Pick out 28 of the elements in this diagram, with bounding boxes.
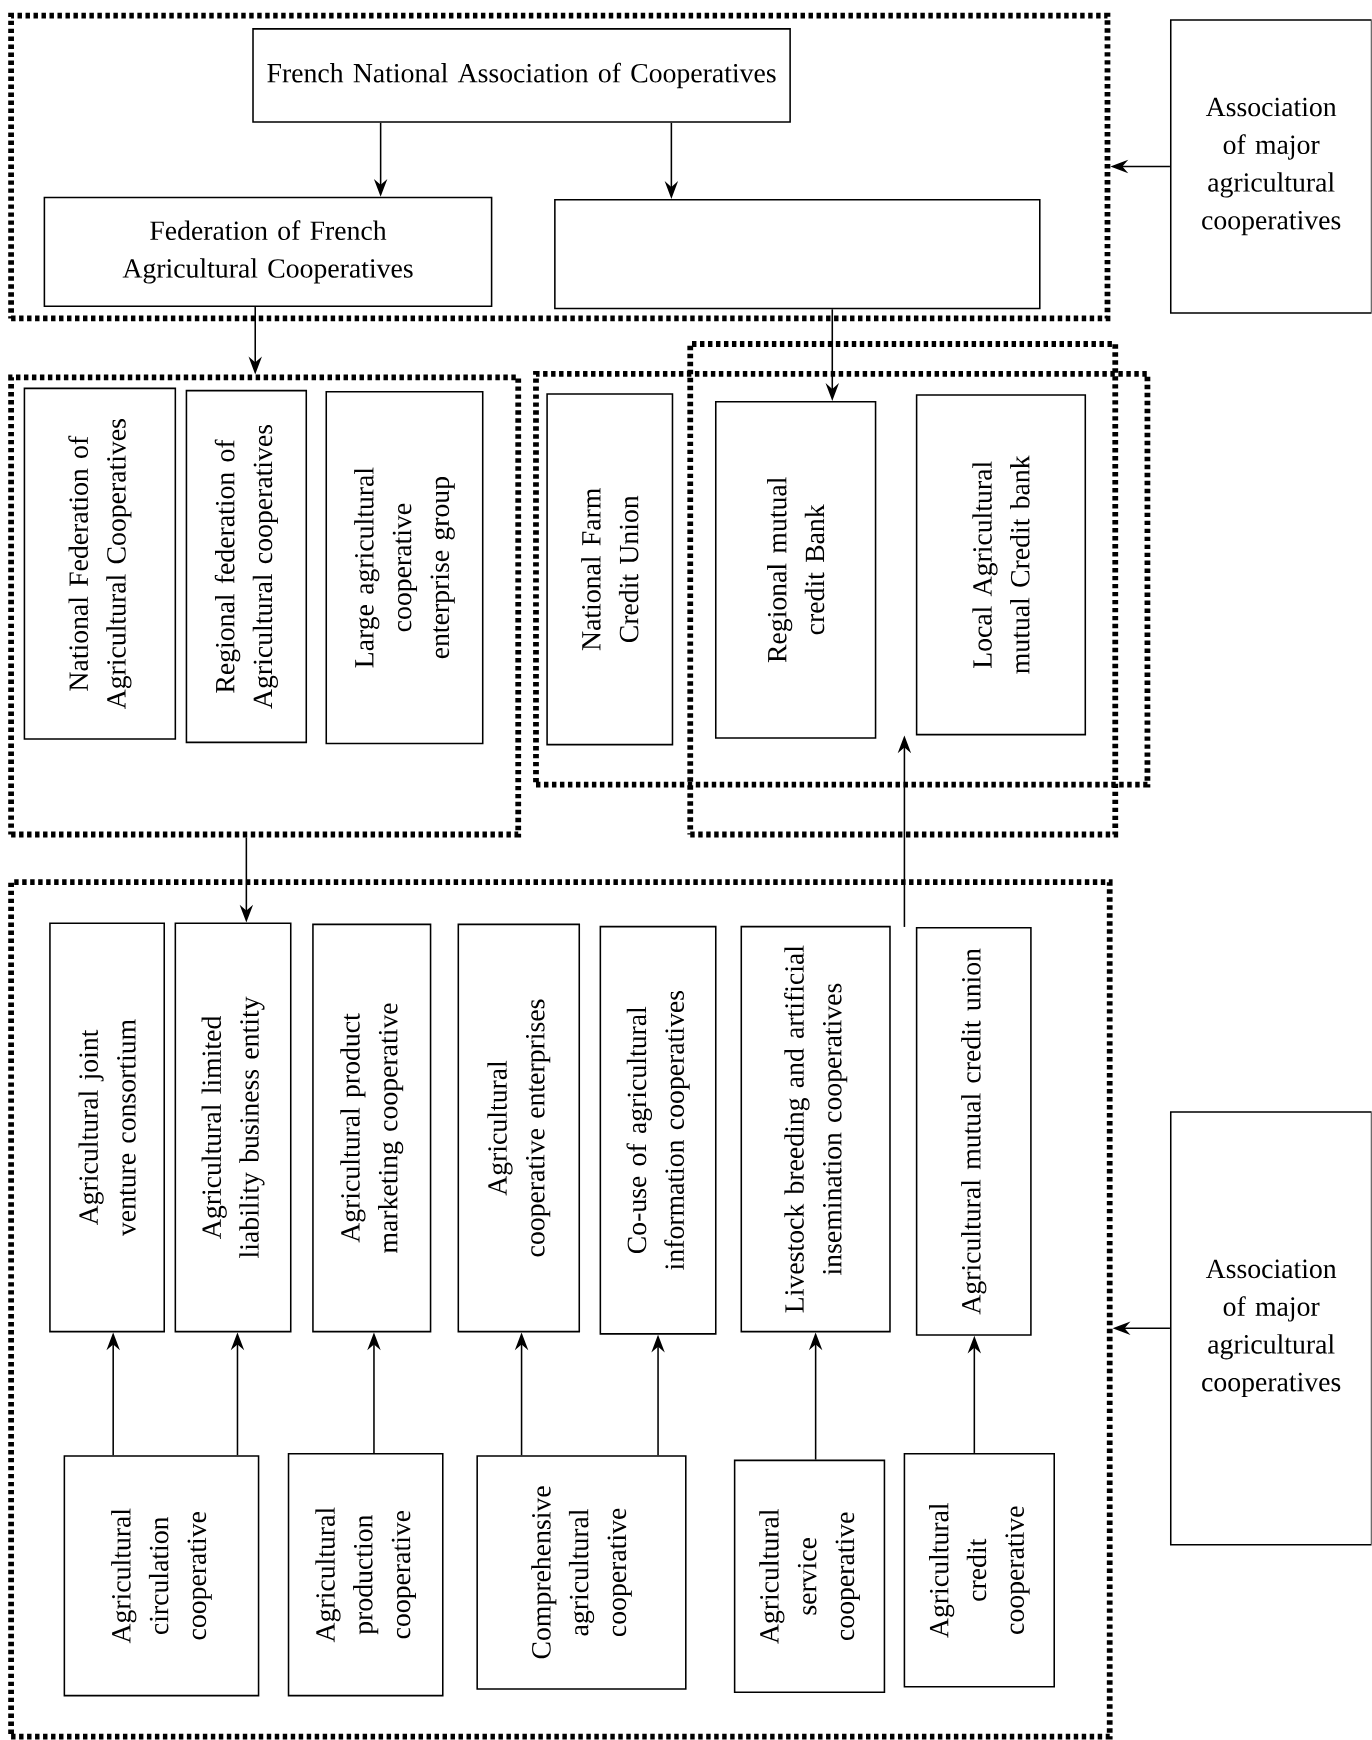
dotted-group-frame (687, 341, 1119, 838)
text-box: Association of major agricultural cooperatives (1170, 1111, 1372, 1546)
text-box: Agricultural product marketing cooperative (312, 923, 432, 1333)
text-box: Livestock breeding and artificial insemination cooperatives (740, 925, 891, 1333)
text-box: National Federation of Agricultural Cooperatives (23, 387, 177, 740)
text-box: Regional federation of Agricultural cooperatives (185, 389, 308, 744)
text-box: Agricultural joint venture consortium (49, 922, 166, 1333)
text-box: Agricultural circulation cooperative (63, 1455, 260, 1697)
text-box: Agricultural cooperative enterprises (457, 923, 581, 1333)
dotted-group-frame (8, 374, 522, 838)
text-box: Federation of French Agricultural Cooperatives (43, 196, 493, 308)
empty-box (554, 198, 1041, 310)
text-box: Large agricultural cooperative enterprise group (325, 390, 484, 745)
dotted-group-frame (8, 12, 1111, 322)
text-box: Agricultural production cooperative (287, 1452, 444, 1697)
text-box: Co-use of agricultural information cooperatives (599, 925, 717, 1335)
text-box: Local Agricultural mutual Credit bank (916, 394, 1087, 736)
text-box: Agricultural limited liability business entity (174, 922, 292, 1333)
text-box: Regional mutual credit Bank (715, 400, 877, 739)
dotted-group-frame (533, 371, 1151, 788)
text-box: French National Association of Cooperatives (252, 28, 792, 123)
text-box: Association of major agricultural cooperatives (1170, 19, 1372, 314)
text-box: National Farm Credit Union (546, 393, 674, 746)
text-box: Agricultural credit cooperative (903, 1452, 1056, 1688)
text-box: Comprehensive agricultural cooperative (476, 1455, 687, 1690)
text-box: Agricultural service cooperative (734, 1459, 886, 1694)
dotted-group-frame (8, 879, 1113, 1740)
text-box: Agricultural mutual credit union (916, 926, 1032, 1336)
